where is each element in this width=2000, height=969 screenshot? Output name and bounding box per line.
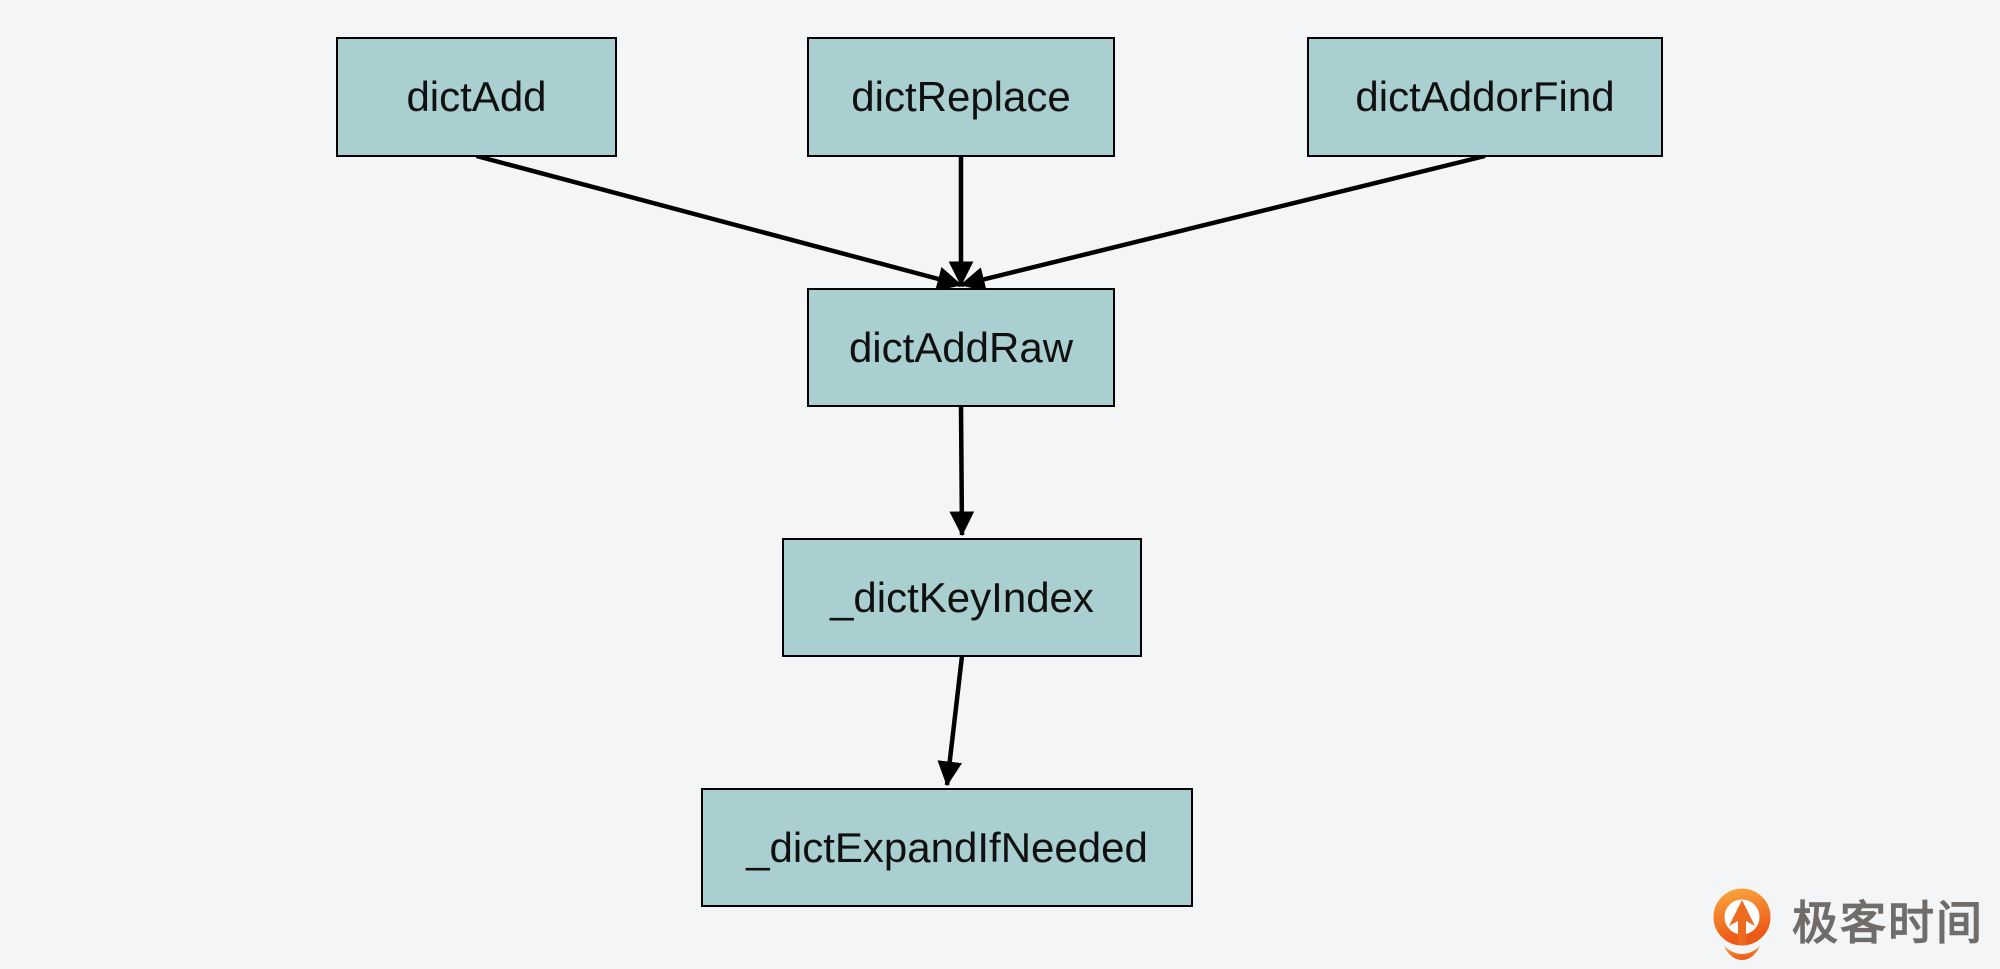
node-dict-key-index: _dictKeyIndex bbox=[782, 538, 1142, 657]
edge-dictAdd-to-dictAddRaw bbox=[475, 153, 963, 291]
node-label: _dictKeyIndex bbox=[830, 573, 1094, 621]
node-dict-replace: dictReplace bbox=[807, 37, 1115, 157]
geektime-logo-icon bbox=[1713, 888, 1771, 960]
node-dict-addorfind: dictAddorFind bbox=[1307, 37, 1663, 157]
node-label: dictAdd bbox=[406, 73, 547, 120]
node-label: dictReplace bbox=[851, 73, 1071, 120]
geektime-logo: 极客时间 bbox=[1708, 885, 1984, 961]
edge-_dictKeyIndex-to-_dictExpandIfNeeded bbox=[937, 655, 965, 787]
node-dict-add: dictAdd bbox=[336, 37, 617, 157]
node-dict-expand-if-needed: _dictExpandIfNeeded bbox=[701, 788, 1193, 907]
node-label: dictAddorFind bbox=[1355, 73, 1615, 120]
geektime-logo-text: 极客时间 bbox=[1792, 897, 1984, 949]
node-label: dictAddRaw bbox=[848, 323, 1074, 371]
node-dict-add-raw: dictAddRaw bbox=[807, 288, 1115, 407]
edge-dictAddorFind-to-dictAddRaw bbox=[959, 153, 1486, 292]
node-label: _dictExpandIfNeeded bbox=[746, 823, 1148, 871]
edge-dictAddRaw-to-_dictKeyIndex bbox=[949, 405, 975, 537]
